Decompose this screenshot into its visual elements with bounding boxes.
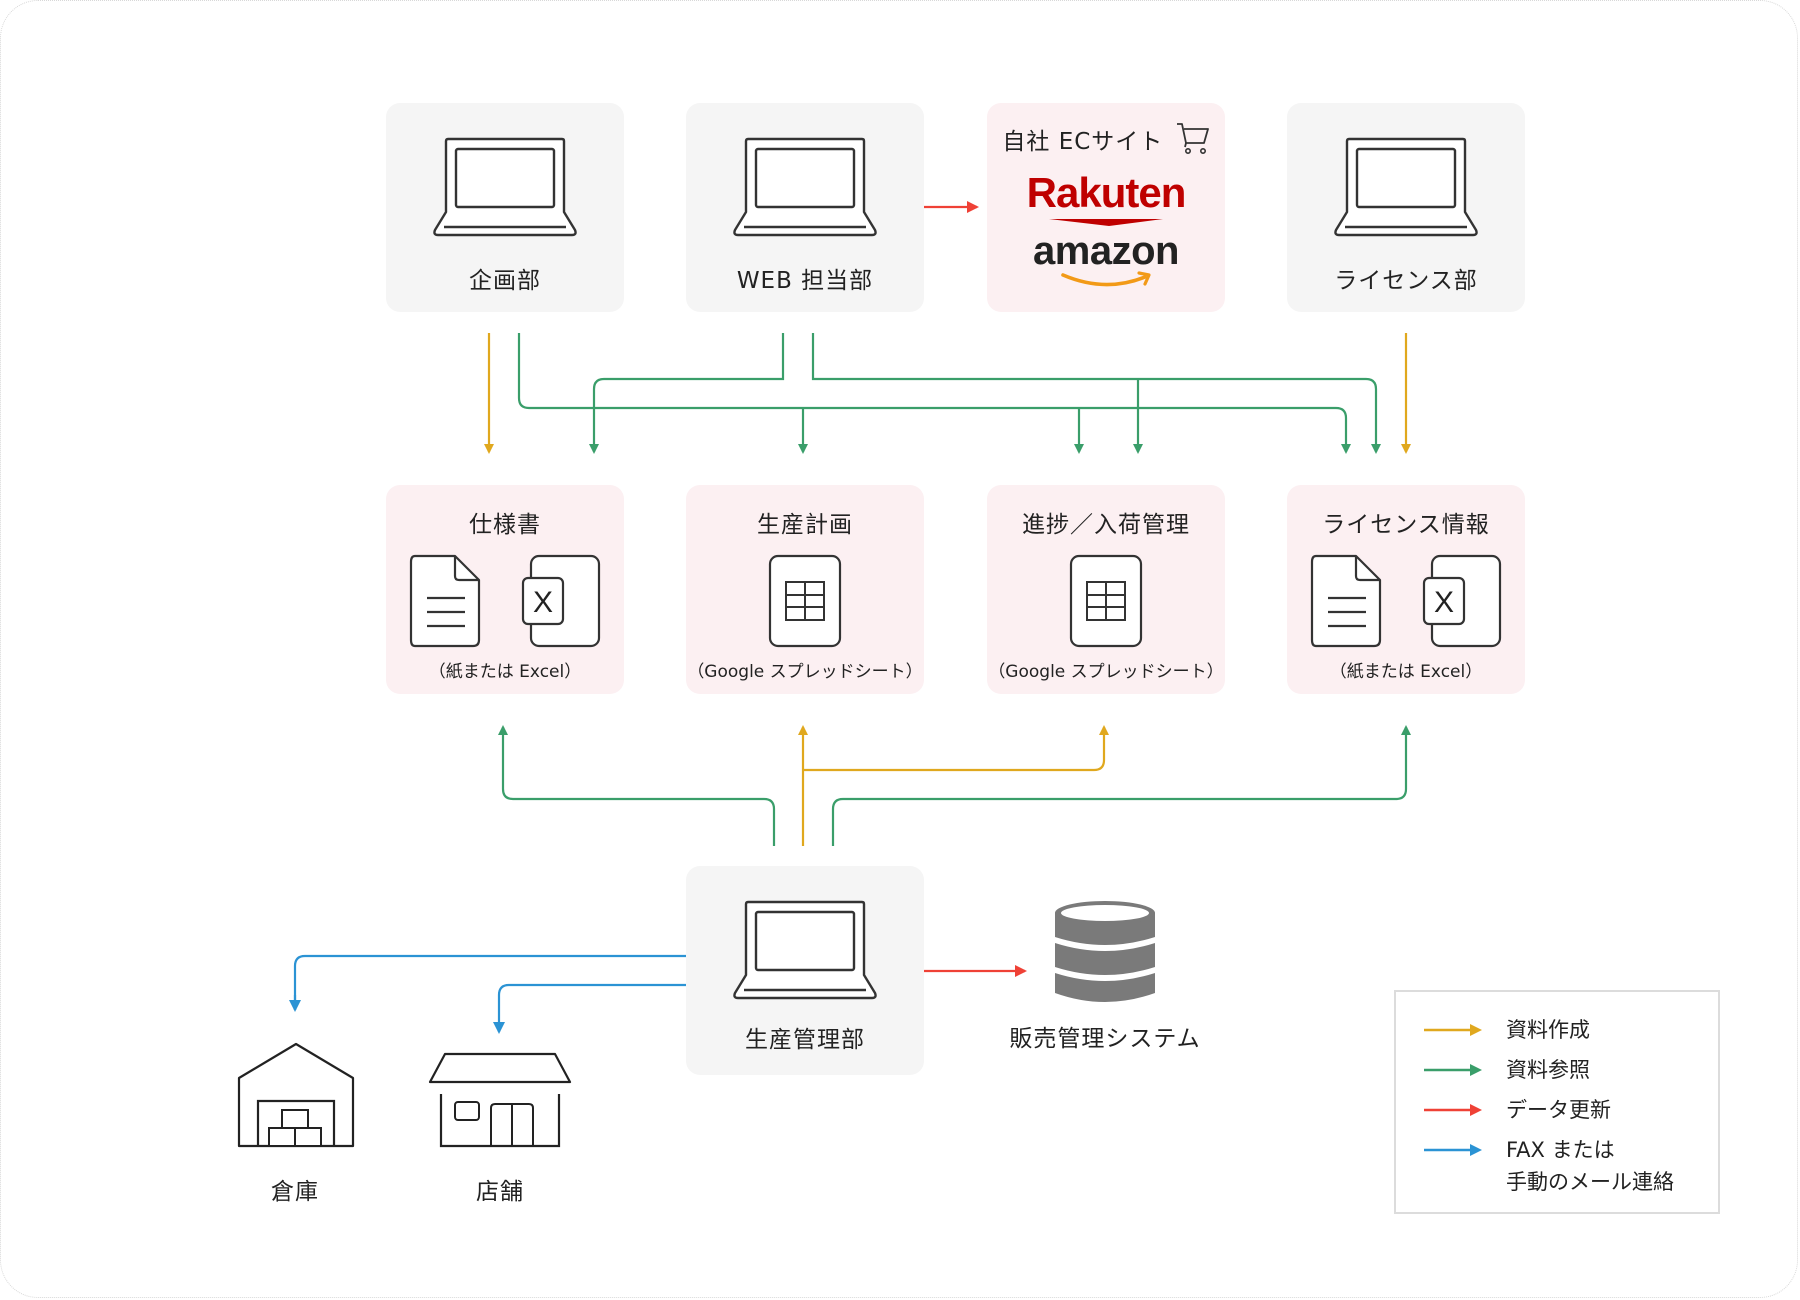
legend-label: 資料参照 [1506, 1058, 1590, 1082]
rakuten-logo: Rakuten [1026, 169, 1187, 216]
arrow-warehouse-production [293, 950, 707, 1010]
amazon-smile-icon [1061, 271, 1151, 287]
legend-item-create: 資料作成 [1396, 1014, 1718, 1046]
arrow-production-ref-license [831, 725, 1411, 846]
laptop-icon [1334, 137, 1478, 237]
excel-file-icon: X [521, 554, 601, 648]
spreadsheet-icon [1069, 554, 1143, 648]
doc-box-license-info[interactable]: ライセンス情報 X （紙または Excel） [1287, 485, 1525, 694]
dept-box-web[interactable]: WEB 担当部 [686, 103, 924, 312]
arrow-production-create-progress [803, 725, 1109, 772]
doc-title: 仕様書 [469, 512, 541, 538]
legend-item-reference: 資料参照 [1396, 1054, 1718, 1086]
amazon-logo: amazon [1033, 229, 1179, 273]
system-label: 販売管理システム [1009, 1026, 1201, 1052]
arrow-icon-update [1424, 1104, 1482, 1116]
arrow-web-ref-right [811, 333, 1381, 454]
legend-item-update: データ更新 [1396, 1094, 1718, 1126]
legend-label-line2: 手動のメール連絡 [1506, 1170, 1674, 1194]
legend-label: 資料作成 [1506, 1018, 1590, 1042]
spreadsheet-icon [768, 554, 842, 648]
doc-box-spec[interactable]: 仕様書 X （紙または Excel） [386, 485, 624, 694]
excel-file-icon: X [1422, 554, 1502, 648]
arrow-planning-ref-bus [517, 333, 1351, 454]
ec-site-title-text: 自社 ECサイト [1002, 129, 1164, 155]
arrow-icon-contact [1424, 1144, 1482, 1156]
dept-label: ライセンス部 [1334, 268, 1478, 294]
excel-glyph: X [1434, 586, 1454, 619]
dept-label: 企画部 [469, 268, 541, 294]
cart-icon [1176, 123, 1209, 154]
doc-title: ライセンス情報 [1322, 512, 1490, 538]
doc-title: 進捗／入荷管理 [1022, 512, 1190, 538]
arrow-web-ref-left [589, 333, 785, 454]
warehouse[interactable]: 倉庫 [225, 1040, 365, 1210]
doc-format: （Google スプレッドシート） [988, 662, 1224, 682]
arrow-production-ref-spec [498, 725, 776, 846]
arrow-icon-reference [1424, 1064, 1482, 1076]
paper-document-icon [409, 554, 481, 648]
laptop-icon [733, 137, 877, 237]
legend-item-contact: FAX または 手動のメール連絡 [1396, 1134, 1718, 1202]
arrow-production-to-store [493, 983, 707, 1034]
laptop-icon [733, 900, 877, 1000]
doc-box-progress[interactable]: 進捗／入荷管理 （Google スプレッドシート） [987, 485, 1225, 694]
store-label: 店舗 [476, 1179, 524, 1205]
rakuten-swoosh-icon [1049, 219, 1163, 226]
legend-label: データ更新 [1506, 1098, 1611, 1122]
legend-label: FAX または [1506, 1138, 1615, 1162]
ec-site-box[interactable]: 自社 ECサイト Rakuten amazon [987, 103, 1225, 312]
arrow-icon-create [1424, 1024, 1482, 1036]
database-icon [1055, 901, 1155, 1002]
doc-format: （紙または Excel） [428, 662, 582, 682]
doc-format: （紙または Excel） [1329, 662, 1483, 682]
dept-box-license[interactable]: ライセンス部 [1287, 103, 1525, 312]
warehouse-icon [237, 1042, 355, 1148]
dept-box-planning[interactable]: 企画部 [386, 103, 624, 312]
laptop-icon [433, 137, 577, 237]
store-icon [428, 1052, 572, 1148]
dept-label: WEB 担当部 [736, 268, 874, 294]
dept-box-production[interactable]: 生産管理部 [686, 866, 924, 1075]
warehouse-label: 倉庫 [271, 1179, 319, 1205]
ec-site-title: 自社 ECサイト [987, 121, 1225, 156]
doc-title: 生産計画 [757, 512, 853, 538]
excel-glyph: X [533, 586, 553, 619]
paper-document-icon [1310, 554, 1382, 648]
sales-system[interactable]: 販売管理システム [1000, 895, 1210, 1055]
legend: 資料作成 資料参照 データ更新 FAX または 手動のメール連絡 [1394, 990, 1720, 1214]
dept-label: 生産管理部 [745, 1027, 865, 1053]
doc-box-production-plan[interactable]: 生産計画 （Google スプレッドシート） [686, 485, 924, 694]
store[interactable]: 店舗 [425, 1040, 575, 1210]
doc-format: （Google スプレッドシート） [687, 662, 923, 682]
